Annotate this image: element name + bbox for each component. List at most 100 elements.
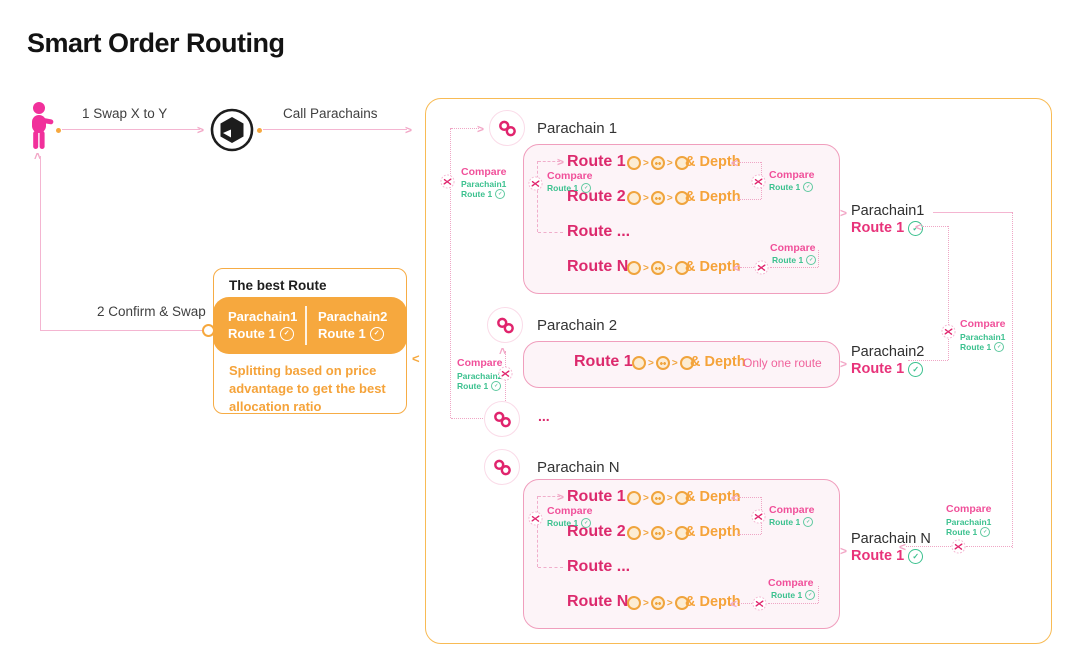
compare-route-label: Route 1✓: [772, 255, 817, 265]
token-icon: [627, 191, 641, 205]
parachain-icon: [487, 307, 523, 343]
bracket-line: [738, 162, 761, 163]
check-icon: ✓: [581, 183, 592, 193]
compare-label: Compare: [547, 170, 593, 182]
parachain-icon: [484, 401, 520, 437]
compare-icon: [751, 509, 766, 524]
check-icon: ✓: [806, 255, 817, 265]
depth-label: & Depth: [685, 259, 741, 275]
check-icon: ✓: [908, 548, 924, 564]
result-parachain1-route: Route 1✓: [851, 220, 924, 236]
rail-bottom-line: [451, 418, 483, 419]
check-icon: ✓: [994, 342, 1005, 352]
confirm-line-horizontal: [40, 330, 203, 331]
compare-label: Compare: [946, 503, 992, 515]
route-label: Route ...: [567, 223, 631, 240]
check-icon: ✓: [908, 361, 924, 377]
token-path: >>: [627, 491, 689, 505]
bracket-line: [737, 199, 761, 200]
compare-label: Compare: [769, 504, 815, 516]
connector-line: [818, 250, 819, 267]
best-route-description: Splitting based on price advantage to ge…: [229, 363, 386, 414]
gt-separator: >: [643, 597, 649, 609]
gt-separator: >: [643, 192, 649, 204]
token-icon: [674, 526, 689, 540]
compare-icon: [752, 596, 767, 611]
compare-route-label: Route 1✓: [769, 517, 814, 527]
flow-line-2: [263, 129, 407, 130]
check-icon: ✓: [803, 182, 814, 192]
check-icon: ✓: [980, 527, 991, 537]
depth-label: & Depth: [685, 524, 741, 540]
token-path: >>: [627, 596, 689, 610]
zenlink-dex-logo-icon: [210, 108, 254, 157]
arrowhead-left-icon: <: [733, 261, 741, 275]
token-icon: [650, 261, 665, 275]
compare-icon: [751, 174, 766, 189]
best-col1-parachain: Parachain1: [228, 309, 298, 324]
connector-line: [948, 339, 949, 360]
token-icon: [674, 596, 689, 610]
compare-route-label: Route 1✓: [946, 527, 991, 537]
best-col2-parachain: Parachain2: [318, 309, 388, 324]
arrow-start-dot: [257, 128, 262, 133]
token-icon: [674, 491, 689, 505]
gt-separator: >: [648, 357, 654, 369]
compare-icon: [754, 260, 769, 275]
bracket-line: [538, 161, 560, 162]
compare-label: Compare: [461, 166, 507, 178]
compare-parachain-label: Parachain1: [946, 517, 992, 527]
gt-separator: >: [643, 492, 649, 504]
gt-separator: >: [643, 262, 649, 274]
route-label: Route N: [567, 593, 629, 610]
connector-line: [740, 267, 754, 268]
check-icon: ✓: [908, 220, 924, 236]
connector-line: [818, 586, 819, 603]
token-icon: [650, 596, 665, 610]
route-label: Route 1: [574, 353, 633, 370]
compare-route-label: Route 1✓: [547, 183, 592, 193]
gt-separator: >: [666, 492, 673, 504]
best-col1-route: Route 1 ✓: [228, 325, 297, 342]
token-icon: [674, 191, 689, 205]
gt-separator: >: [643, 527, 649, 539]
check-icon: ✓: [491, 381, 502, 391]
compare-label: Compare: [768, 577, 814, 589]
page-title: Smart Order Routing: [27, 28, 285, 58]
check-icon: ✓: [581, 518, 592, 528]
bracket-line: [538, 232, 563, 233]
compare-route-label: Route 1✓: [457, 381, 502, 391]
flow-line-1: [62, 129, 200, 130]
arrowhead-right-icon: >: [557, 490, 565, 504]
check-icon: ✓: [279, 326, 294, 341]
compare-label: Compare: [770, 242, 816, 254]
token-icon: [632, 356, 646, 370]
connector-line: [770, 267, 818, 268]
result-parachainN-route: Route 1✓: [851, 548, 924, 564]
compare-icon: [941, 324, 956, 339]
compare-label: Compare: [547, 505, 593, 517]
depth-label: & Depth: [690, 354, 746, 370]
bracket-line: [737, 534, 761, 535]
connector-line: [966, 546, 1012, 547]
token-icon: [627, 156, 641, 170]
bracket-line: [537, 161, 538, 232]
flow-call-label: Call Parachains: [283, 106, 378, 121]
route-label: Route ...: [567, 558, 631, 575]
compare-icon: [440, 174, 455, 189]
arrowhead-right-icon: >: [840, 544, 848, 558]
rail-top-line: [451, 128, 479, 129]
gt-separator: >: [671, 357, 678, 369]
arrowhead-right-icon: >: [840, 357, 848, 371]
compare-icon: [528, 176, 543, 191]
compare-route-label: Route 1✓: [960, 342, 1005, 352]
token-icon: [627, 596, 641, 610]
arrowhead-up-icon: >: [30, 152, 45, 160]
token-icon: [655, 356, 670, 370]
compare-route-label: Route 1✓: [547, 518, 592, 528]
result-parachain1-name: Parachain1: [851, 203, 925, 219]
gt-separator: >: [666, 192, 673, 204]
token-icon: [627, 526, 641, 540]
parachain1-section-label: Parachain 1: [537, 120, 618, 137]
gt-separator: >: [666, 527, 673, 539]
